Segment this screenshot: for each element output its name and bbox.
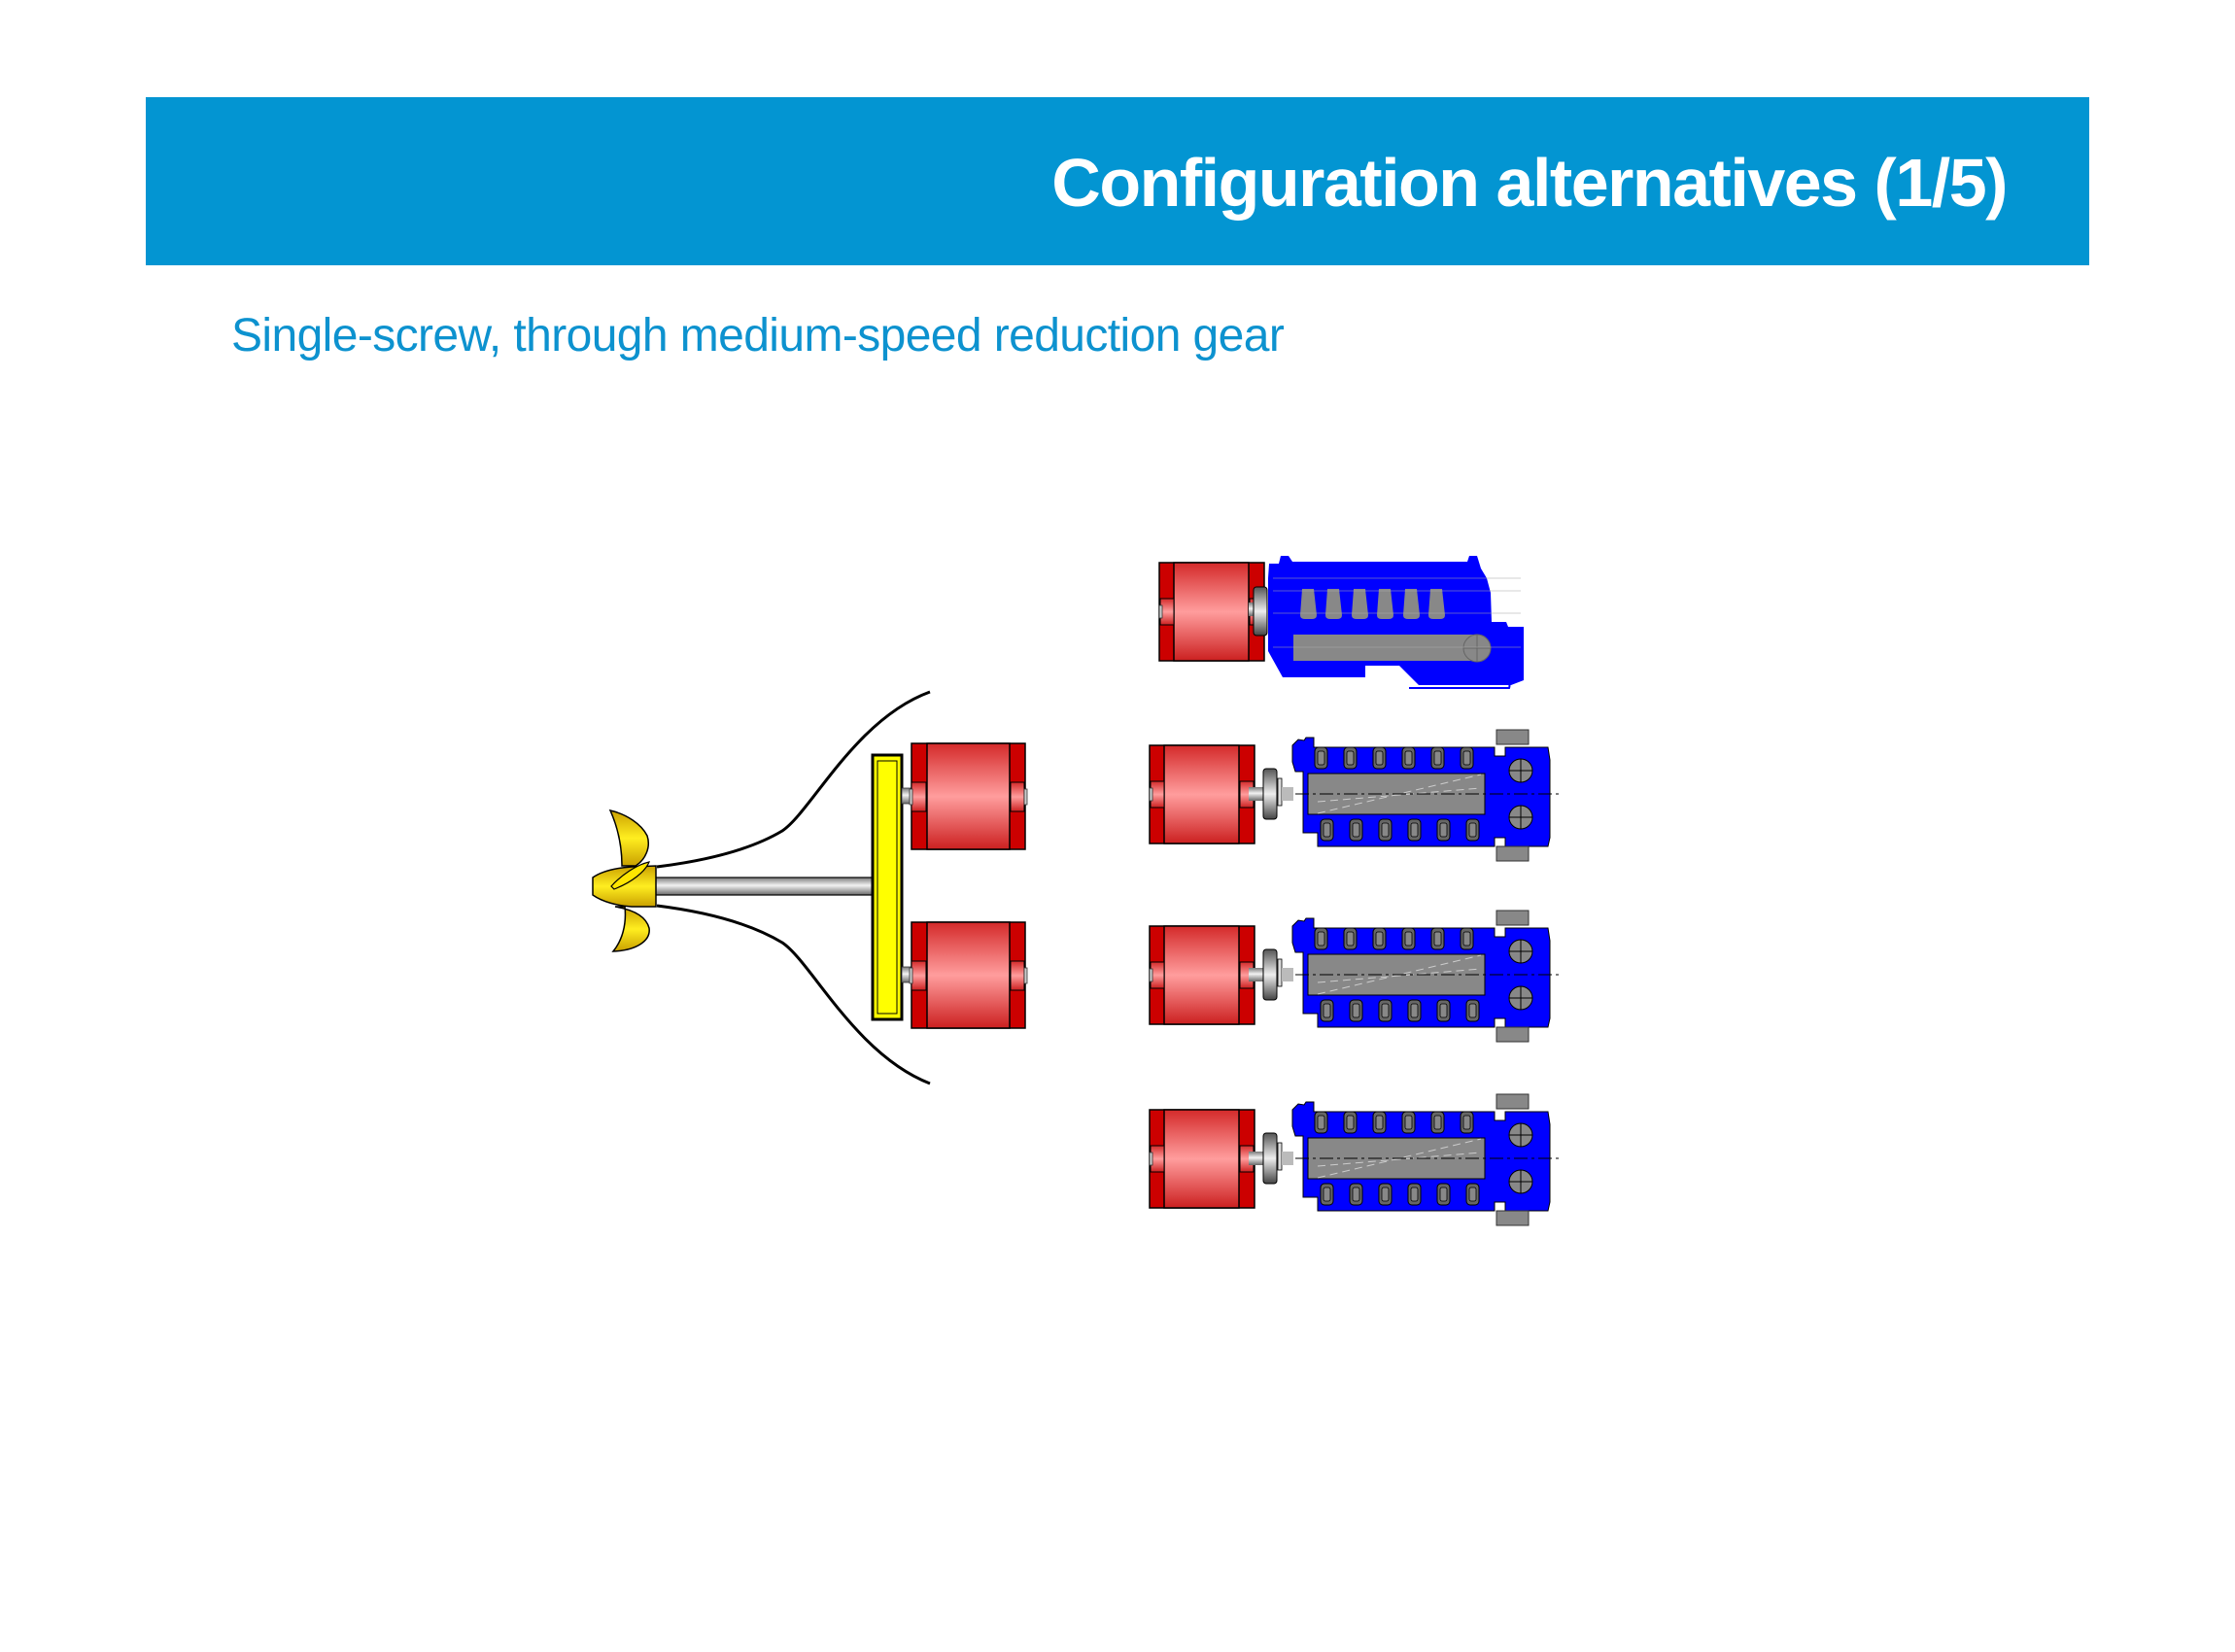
generator-set-1 [1158,556,1524,689]
generator-set-4 [1149,1093,1564,1226]
propeller-shaft [654,877,874,896]
generator-1 [1158,562,1265,662]
propeller-icon [592,809,657,952]
slide-subtitle: Single-screw, through medium-speed reduc… [231,310,1285,361]
generator-set-3 [1149,910,1564,1043]
propulsion-motor-2 [909,921,1028,1029]
hull-outline-lower [656,904,931,1085]
generator-set-2 [1149,729,1564,862]
slide-title: Configuration alternatives (1/5) [1051,145,2008,221]
title-banner: Configuration alternatives (1/5) [146,97,2089,265]
generator-4 [1149,1109,1255,1209]
reduction-gear [871,753,904,1021]
generator-2 [1149,744,1255,844]
engine-1-cylinders [1300,589,1445,619]
hull-outline-upper [656,690,931,869]
propulsion-motor-1 [909,742,1028,850]
diesel-engine-1-side-view [1249,556,1524,689]
generator-3 [1149,925,1255,1025]
